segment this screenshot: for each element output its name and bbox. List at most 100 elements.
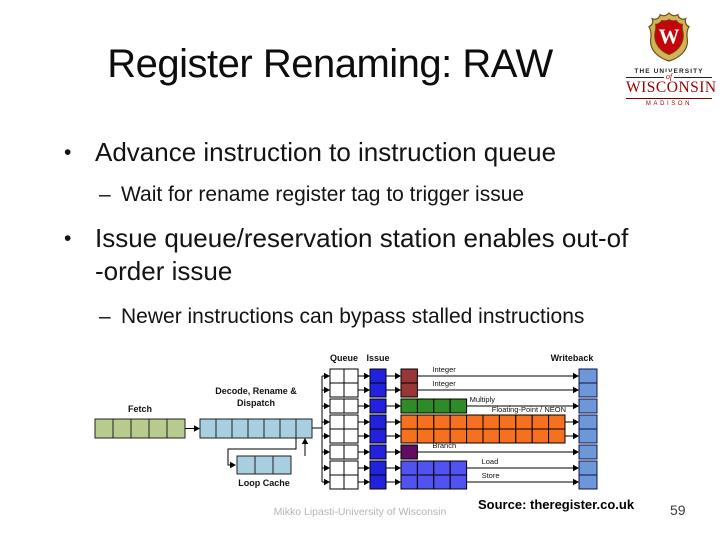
integer-cell bbox=[400, 368, 418, 384]
loop-cache-cell bbox=[254, 455, 274, 475]
load-store-cell bbox=[433, 474, 451, 490]
fetch-label: Fetch bbox=[128, 404, 152, 414]
arrowhead bbox=[395, 464, 401, 472]
fp-neon-cell bbox=[515, 428, 533, 444]
queue-cell bbox=[329, 428, 345, 444]
fp-neon-cell bbox=[400, 414, 418, 430]
load-store-cell bbox=[416, 474, 435, 490]
load-store-label: Store bbox=[482, 471, 500, 480]
decode-cell bbox=[199, 418, 217, 439]
fp-neon-label: Floating-Point / NEON bbox=[492, 405, 566, 414]
issue-cell bbox=[369, 460, 387, 476]
logo-the-university-text: THE UNIVERSITY bbox=[634, 68, 704, 75]
bullet-marker: • bbox=[64, 141, 72, 164]
multiply-cell bbox=[400, 398, 418, 414]
bullet-advance-instruction: • Advance instruction to instruction que… bbox=[64, 136, 694, 169]
slide-title: Register Renaming: RAW bbox=[107, 42, 553, 86]
subbullet-wait-for-tag: – Wait for rename register tag to trigge… bbox=[99, 181, 709, 208]
fp-neon-cell bbox=[449, 414, 468, 430]
issue-cell bbox=[369, 398, 387, 414]
loop-cache-cell bbox=[272, 455, 292, 475]
arrowhead bbox=[395, 418, 401, 426]
arrowhead bbox=[573, 432, 579, 440]
fp-neon-cell bbox=[466, 414, 484, 430]
footer-credit: Mikko Lipasti-University of Wisconsin bbox=[273, 506, 447, 518]
arrowhead bbox=[324, 464, 330, 472]
queue-cell bbox=[343, 382, 359, 398]
fp-neon-cell bbox=[416, 428, 435, 444]
decode-label: Decode, Rename & bbox=[215, 386, 297, 396]
arrowhead bbox=[364, 464, 370, 472]
arrowhead bbox=[573, 448, 579, 456]
bullet-marker: – bbox=[99, 305, 111, 328]
integer-cell bbox=[400, 382, 418, 398]
decode-cell bbox=[295, 418, 313, 439]
arrowhead bbox=[324, 402, 330, 410]
branch-cell bbox=[400, 444, 418, 460]
issue-cell bbox=[369, 368, 387, 384]
loop-cache-cell bbox=[236, 455, 256, 475]
queue-cell bbox=[329, 368, 345, 384]
arrowhead bbox=[395, 386, 401, 394]
arrowhead bbox=[395, 402, 401, 410]
fetch-cell bbox=[112, 418, 132, 439]
fp-neon-cell bbox=[400, 428, 418, 444]
fetch-cell bbox=[130, 418, 150, 439]
writeback-label: Writeback bbox=[551, 353, 595, 363]
issue-label: Issue bbox=[366, 353, 389, 363]
arrowhead bbox=[364, 402, 370, 410]
load-store-label: Load bbox=[482, 457, 499, 466]
arrowhead bbox=[194, 425, 200, 432]
queue-cell bbox=[329, 414, 345, 430]
bullet-text-line: -order issue bbox=[95, 256, 233, 286]
queue-cell bbox=[329, 444, 345, 460]
arrowhead bbox=[324, 418, 330, 426]
arrowhead bbox=[395, 478, 401, 486]
fp-neon-cell bbox=[515, 414, 533, 430]
load-store-cell bbox=[400, 460, 418, 476]
uw-madison-logo: W THE UNIVERSITY of WISCONSIN MADISON bbox=[626, 8, 716, 107]
loop-cache-label: Loop Cache bbox=[238, 478, 290, 488]
fp-neon-cell bbox=[498, 428, 517, 444]
logo-of-text: of bbox=[663, 72, 675, 81]
arrowhead bbox=[364, 372, 370, 380]
arrowhead bbox=[364, 386, 370, 394]
fp-neon-cell bbox=[548, 414, 566, 430]
fp-neon-cell bbox=[466, 428, 484, 444]
bullet-text: Newer instructions can bypass stalled in… bbox=[121, 305, 585, 328]
queue-cell bbox=[343, 428, 359, 444]
queue-cell bbox=[343, 444, 359, 460]
load-store-cell bbox=[433, 460, 451, 476]
writeback-cell bbox=[578, 382, 598, 398]
queue-cell bbox=[329, 460, 345, 476]
writeback-cell bbox=[578, 428, 598, 444]
bullet-issue-queue: • Issue queue/reservation station enable… bbox=[64, 222, 709, 288]
logo-wisconsin-text: WISCONSIN bbox=[626, 78, 716, 99]
queue-cell bbox=[343, 474, 359, 490]
decode-cell bbox=[231, 418, 249, 439]
issue-cell bbox=[369, 382, 387, 398]
writeback-cell bbox=[578, 474, 598, 490]
issue-cell bbox=[369, 428, 387, 444]
arrowhead bbox=[395, 372, 401, 380]
arrowhead bbox=[573, 464, 579, 472]
multiply-cell bbox=[433, 398, 451, 414]
arrowhead bbox=[324, 448, 330, 456]
writeback-cell bbox=[578, 444, 598, 460]
arrowhead bbox=[324, 432, 330, 440]
arrowhead bbox=[573, 478, 579, 486]
queue-cell bbox=[343, 368, 359, 384]
bullet-text: Issue queue/reservation station enables … bbox=[95, 222, 628, 288]
multiply-cell bbox=[449, 398, 468, 414]
arrowhead bbox=[364, 478, 370, 486]
loop-cache-in-path bbox=[227, 438, 297, 466]
load-store-cell bbox=[400, 474, 418, 490]
fetch-cell bbox=[94, 418, 114, 439]
arrowhead bbox=[573, 372, 579, 380]
multiply-label: Multiply bbox=[470, 395, 496, 404]
arrowhead bbox=[324, 372, 330, 380]
source-credit: Source: theregister.co.uk bbox=[478, 497, 635, 512]
branch-label: Branch bbox=[432, 441, 456, 450]
bullet-text: Wait for rename register tag to trigger … bbox=[121, 183, 525, 206]
